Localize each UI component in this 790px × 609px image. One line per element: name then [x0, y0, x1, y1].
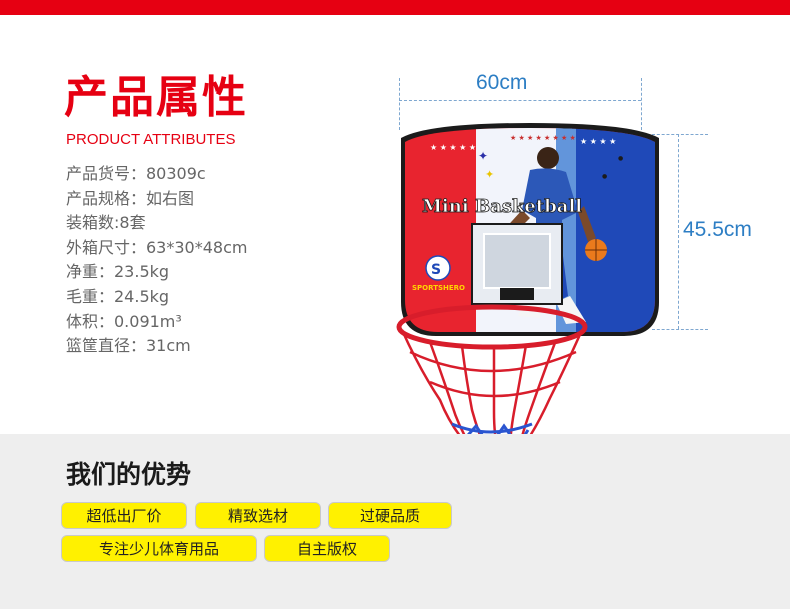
- spec-item-net-weight: 净重：23.5kg: [66, 262, 170, 282]
- advantage-tag-quality: 过硬品质: [328, 502, 452, 529]
- top-red-bar: [0, 0, 790, 15]
- advantage-tag-copyright: 自主版权: [264, 535, 390, 562]
- width-dimension-label: 60cm: [476, 71, 528, 94]
- svg-text:★ ★ ★ ★ ★ ★ ★ ★: ★ ★ ★ ★ ★ ★ ★ ★: [510, 134, 576, 142]
- spec-list: 产品货号：80309c 产品规格：如右图 装箱数:8套 外箱尺寸：63*30*4…: [66, 162, 247, 359]
- svg-text:S: S: [431, 262, 441, 278]
- spec-item-sku: 产品货号：80309c: [66, 164, 206, 183]
- svg-text:●: ●: [618, 155, 623, 162]
- width-guide-line: [399, 100, 641, 101]
- advantages-title: 我们的优势: [66, 460, 192, 489]
- height-guide-top: [652, 134, 708, 135]
- brand-text: SPORTSHERO: [412, 284, 465, 292]
- board-title-text: Mini Basketball: [422, 196, 582, 217]
- svg-text:★ ★ ★ ★: ★ ★ ★ ★: [580, 137, 616, 146]
- advantage-tag-kids-sports: 专注少儿体育用品: [61, 535, 257, 562]
- spec-item-rim-diameter: 篮筐直径：31cm: [66, 336, 191, 356]
- spec-item-pack-qty: 装箱数:8套: [66, 213, 146, 233]
- width-guide-right: [641, 78, 642, 130]
- width-guide-left: [399, 78, 400, 130]
- spec-item-gross-weight: 毛重：24.5kg: [66, 286, 170, 306]
- spec-item-carton-size: 外箱尺寸：63*30*48cm: [66, 237, 248, 257]
- section-title: 产品属性: [64, 72, 248, 123]
- svg-text:✦: ✦: [478, 149, 488, 163]
- height-guide-bottom: [652, 329, 708, 330]
- section-subtitle: PRODUCT ATTRIBUTES: [66, 131, 236, 148]
- height-guide-line: [678, 134, 679, 329]
- advantage-tag-price: 超低出厂价: [61, 502, 187, 529]
- svg-text:✦: ✦: [485, 168, 494, 181]
- height-dimension-label: 45.5cm: [683, 218, 752, 241]
- advantage-tag-material: 精致选材: [195, 502, 321, 529]
- spec-item-size: 产品规格：如右图: [66, 188, 195, 208]
- svg-text:●: ●: [602, 173, 607, 180]
- spec-item-volume: 体积：0.091m³: [66, 311, 182, 331]
- svg-text:★ ★ ★ ★ ★: ★ ★ ★ ★ ★: [430, 143, 476, 152]
- basketball-hoop-image: ★ ★ ★ ★ ★ ★ ★ ★ ★ ★ ★ ★ ★ ★ ★ ★ ★ ✦ ✦ ● …: [396, 123, 659, 459]
